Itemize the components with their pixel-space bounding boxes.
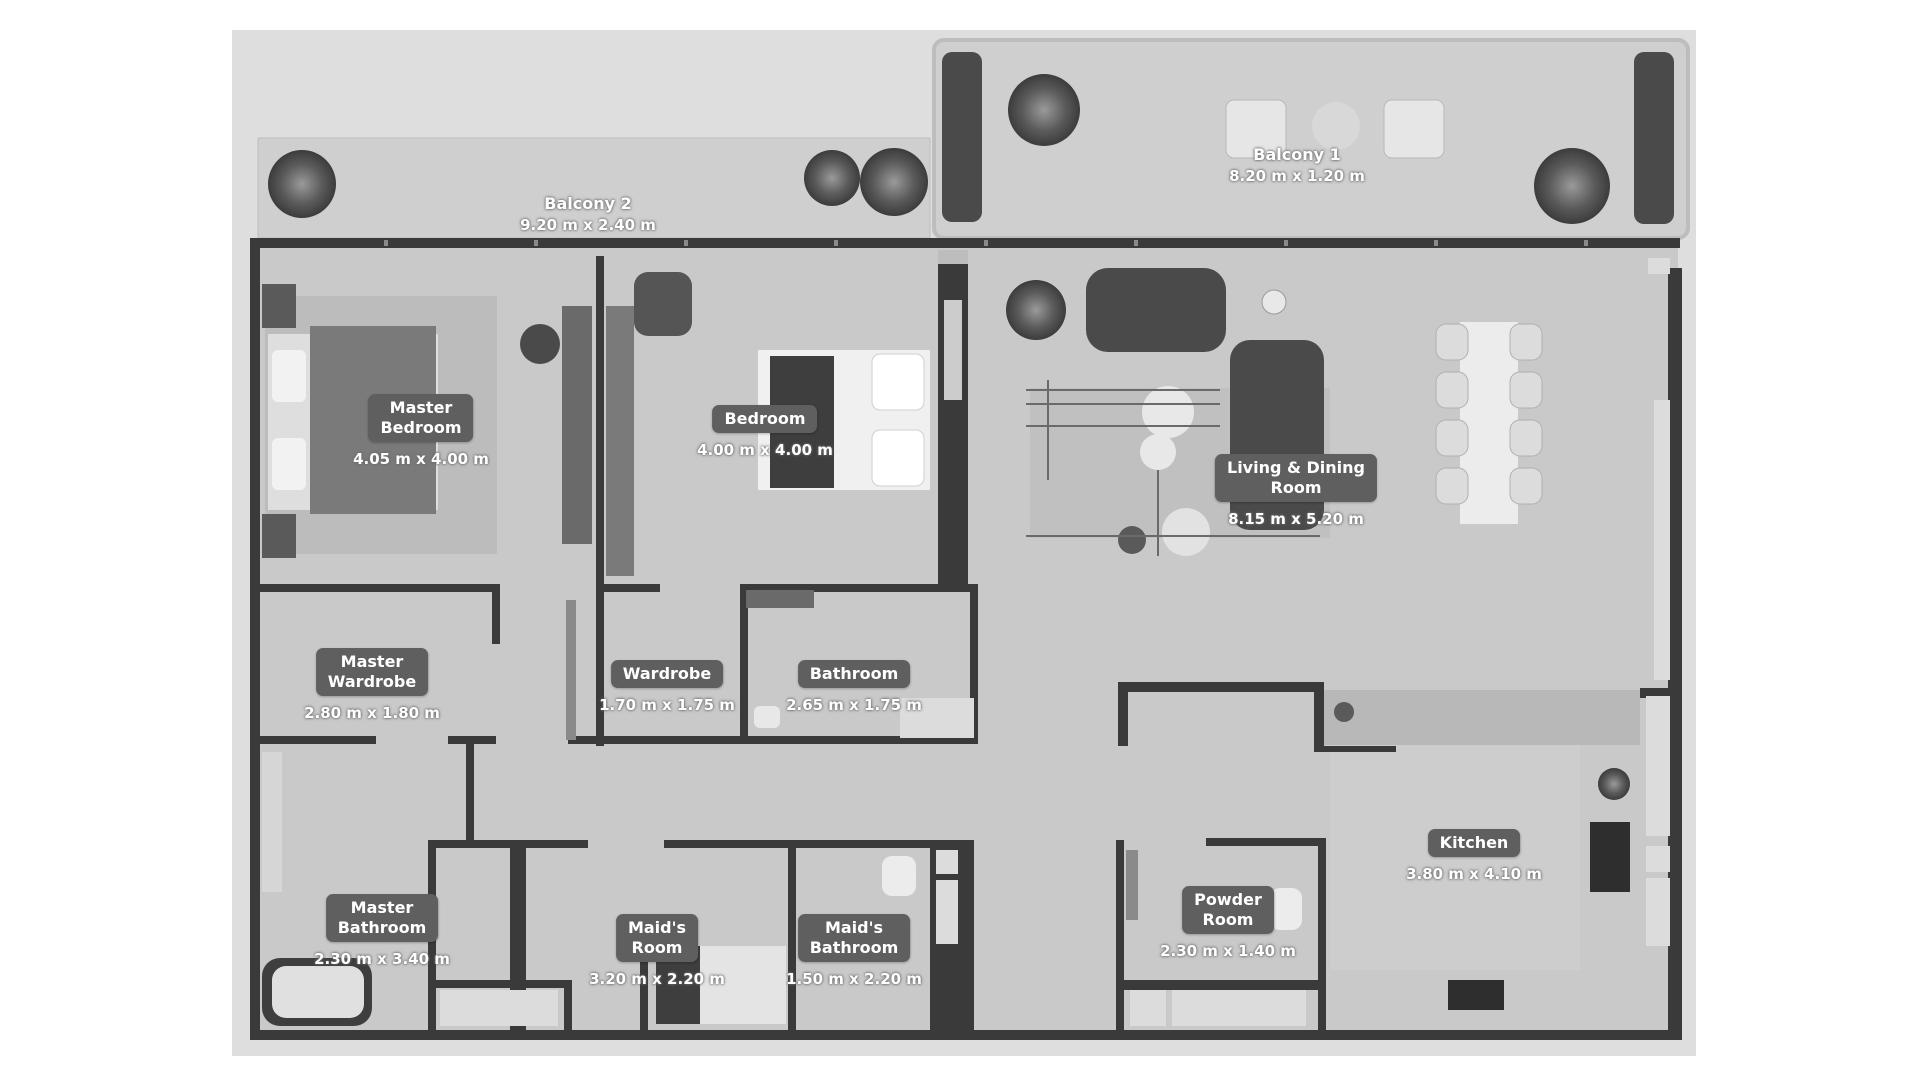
nightstand xyxy=(262,284,296,328)
desk-chair xyxy=(520,324,560,364)
vanity xyxy=(746,590,814,608)
plant-icon xyxy=(942,52,982,222)
coffee-table-icon xyxy=(1162,508,1210,556)
desk-icon xyxy=(606,306,634,576)
nightstand xyxy=(262,514,296,558)
oven xyxy=(1448,980,1504,1010)
dining-table-icon xyxy=(1460,322,1518,524)
dining-chairs xyxy=(1435,323,1543,505)
bathtub-icon xyxy=(272,966,364,1018)
coffee-table-icon xyxy=(1142,386,1194,438)
pillow xyxy=(871,353,925,411)
plants xyxy=(268,52,1674,800)
desk-icon xyxy=(562,306,592,544)
plant-icon xyxy=(268,150,336,218)
plant-icon xyxy=(1008,74,1080,146)
side-table xyxy=(1118,526,1146,554)
floor-lamp xyxy=(1261,289,1287,315)
plant-icon xyxy=(804,150,860,206)
bed-icon xyxy=(770,356,834,488)
sofa-icon xyxy=(1230,340,1324,530)
pillow xyxy=(272,350,306,402)
coffee-table-icon xyxy=(1312,102,1360,150)
cooktop-icon xyxy=(1590,822,1630,892)
sink-icon xyxy=(262,752,282,892)
plant-icon xyxy=(1534,148,1610,224)
sink-icon xyxy=(1126,850,1138,920)
toilet-icon xyxy=(754,706,780,728)
plant-icon xyxy=(1598,768,1630,800)
plant-icon xyxy=(860,148,928,216)
armchair-icon xyxy=(1383,99,1445,159)
wardrobe-rail xyxy=(566,600,576,740)
armchair-icon xyxy=(634,272,692,336)
pillow xyxy=(871,429,925,487)
plant-icon xyxy=(1006,280,1066,340)
bed-icon xyxy=(656,946,700,1024)
sink-icon xyxy=(1334,702,1354,722)
frame-top-white-notch xyxy=(232,30,932,138)
pillow xyxy=(272,438,306,490)
rug-lines xyxy=(1026,380,1320,556)
kitchen-counter xyxy=(1320,690,1640,745)
sofa-icon xyxy=(1086,268,1226,352)
toilet-icon xyxy=(1270,888,1302,930)
coffee-table-icon xyxy=(1140,434,1176,470)
toilet-icon xyxy=(882,856,916,896)
plant-icon xyxy=(1634,52,1674,224)
bed-icon xyxy=(310,326,436,514)
kitchen-floor xyxy=(1330,745,1580,970)
armchair-icon xyxy=(1225,99,1287,159)
